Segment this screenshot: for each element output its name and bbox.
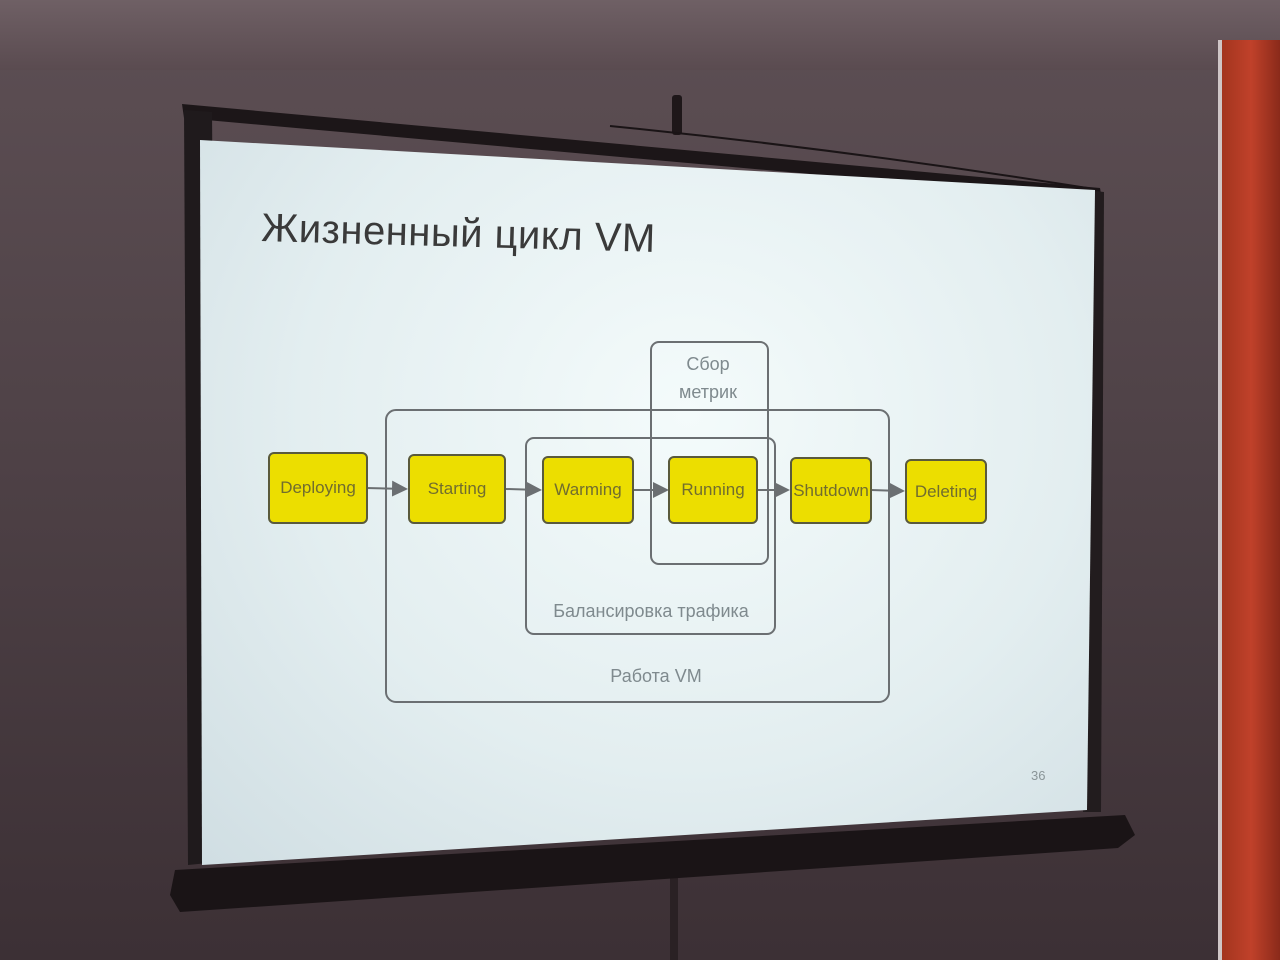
screen-bottom-bar — [170, 815, 1135, 912]
screen-stand — [670, 870, 678, 960]
metrics-label-line1: Сбор — [686, 354, 730, 374]
state-warming: Warming — [542, 456, 634, 524]
metrics-group-box — [650, 341, 769, 565]
metrics-group-label: Сбор метрик — [650, 350, 766, 406]
state-running: Running — [668, 456, 758, 524]
screen-top-bar — [182, 104, 1102, 200]
slide-page-number: 36 — [1031, 768, 1046, 783]
state-deploying: Deploying — [268, 452, 368, 524]
vm-work-group-box — [385, 409, 890, 703]
vm-work-label: Работа VM — [610, 666, 702, 686]
ceiling — [0, 0, 1280, 70]
wall-divider — [1218, 40, 1224, 960]
screen-hook — [672, 95, 682, 135]
arrow-shutdown-deleting — [870, 482, 905, 499]
screen-cable — [609, 125, 1101, 191]
state-starting: Starting — [408, 454, 506, 524]
arrow-deploying-starting — [365, 480, 408, 497]
arrow-starting-warming — [505, 481, 542, 498]
metrics-label-line2: метрик — [679, 382, 737, 402]
red-wall-panel — [1222, 40, 1280, 960]
state-shutdown: Shutdown — [790, 457, 872, 524]
state-deleting: Deleting — [905, 459, 987, 524]
traffic-balancing-label: Балансировка трафика — [553, 601, 749, 621]
